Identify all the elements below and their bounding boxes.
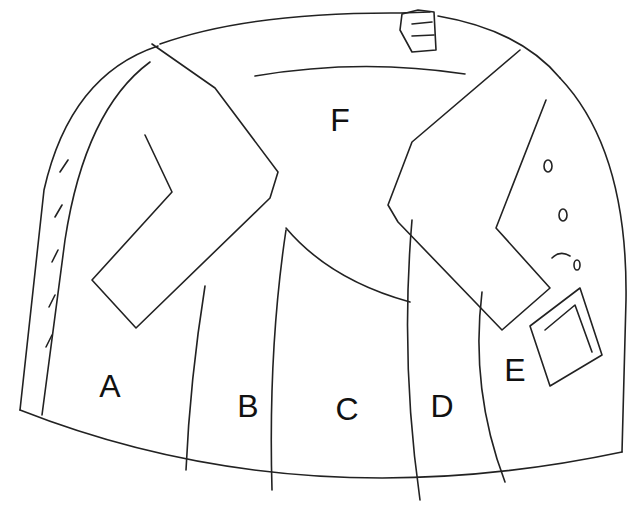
- part-label: C: [335, 393, 358, 425]
- part-label: D: [430, 390, 453, 422]
- part-label: F: [330, 104, 350, 136]
- part-label: A: [99, 370, 120, 402]
- part-label: B: [237, 390, 258, 422]
- part-label: E: [504, 354, 525, 386]
